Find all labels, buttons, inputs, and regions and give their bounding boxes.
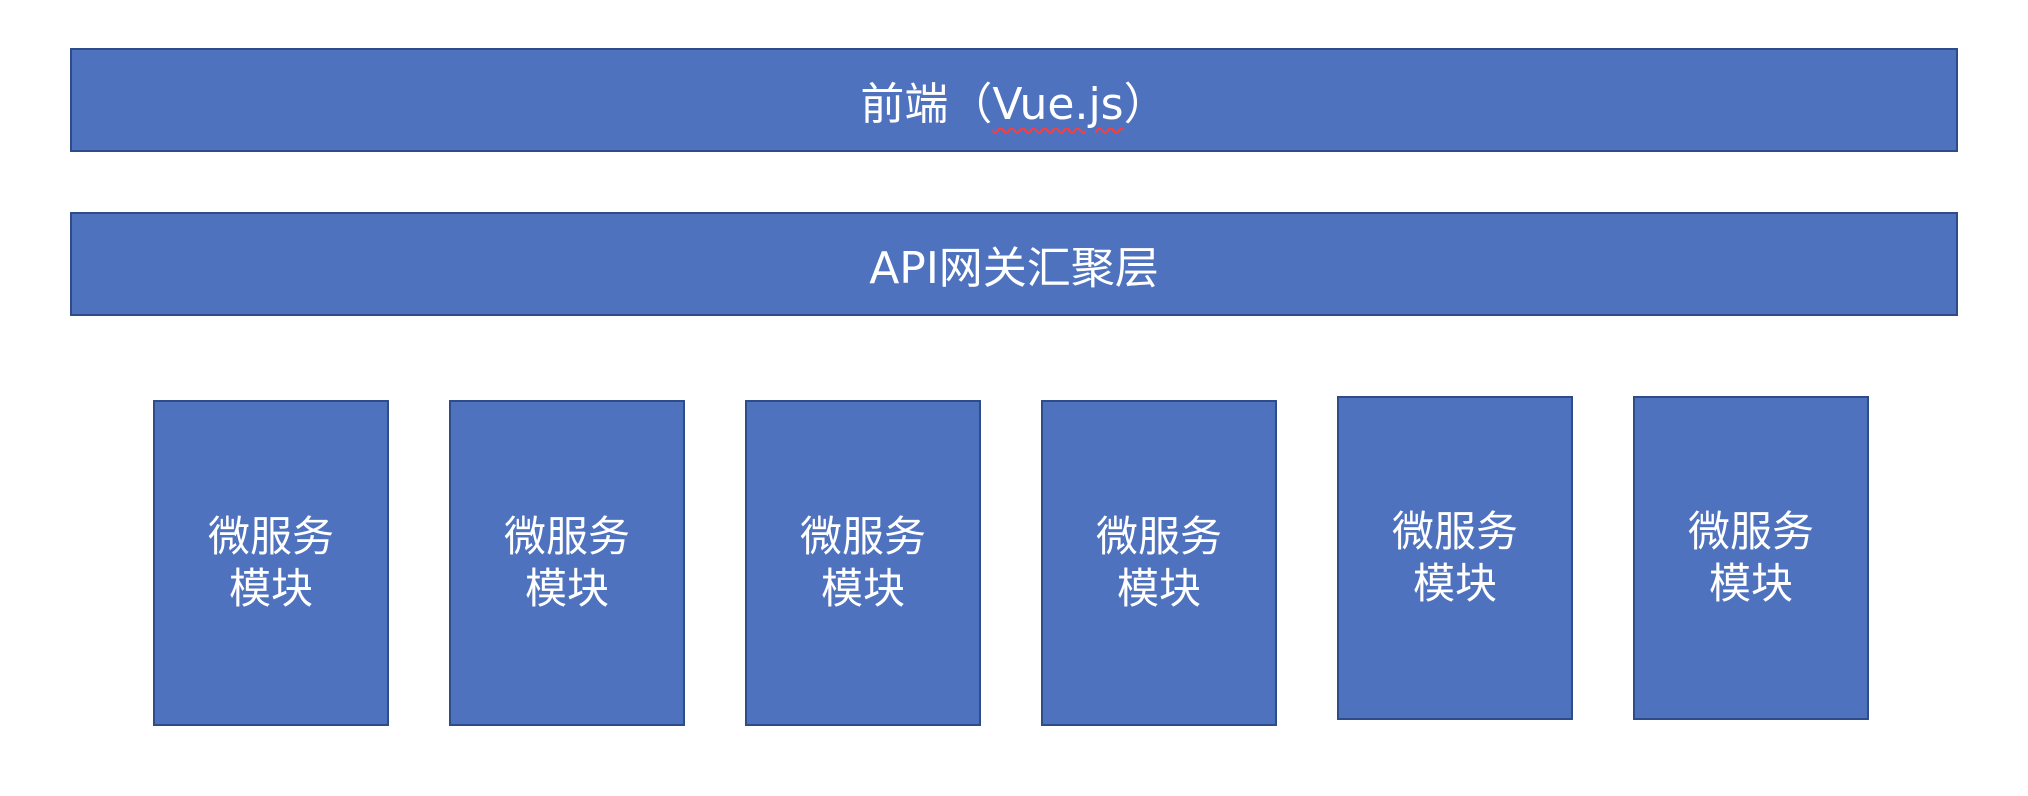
api-gateway-layer-box: API网关汇聚层: [70, 212, 1958, 316]
microservice-module-subtitle: 模块: [1708, 559, 1793, 608]
frontend-layer-label: 前端（Vue.js）: [860, 68, 1167, 132]
frontend-framework-name: Vue.js: [992, 79, 1124, 130]
frontend-prefix: 前端（: [860, 79, 993, 130]
microservice-module-box-2: 微服务 模块: [449, 400, 685, 726]
microservice-module-box-6: 微服务 模块: [1633, 396, 1869, 720]
microservice-module-box-3: 微服务 模块: [745, 400, 981, 726]
microservice-module-subtitle: 模块: [1116, 564, 1201, 613]
microservice-module-title: 微服务: [1687, 507, 1814, 556]
frontend-suffix: ）: [1123, 79, 1168, 130]
frontend-layer-box: 前端（Vue.js）: [70, 48, 1958, 152]
microservice-module-subtitle: 模块: [228, 564, 313, 613]
microservice-module-box-4: 微服务 模块: [1041, 400, 1277, 726]
microservice-module-title: 微服务: [207, 512, 334, 561]
microservice-module-title: 微服务: [1391, 507, 1518, 556]
microservice-module-title: 微服务: [503, 512, 630, 561]
api-gateway-layer-label: API网关汇聚层: [869, 243, 1159, 294]
microservice-module-subtitle: 模块: [1412, 559, 1497, 608]
microservice-module-title: 微服务: [799, 512, 926, 561]
microservice-module-title: 微服务: [1095, 512, 1222, 561]
microservice-module-box-1: 微服务 模块: [153, 400, 389, 726]
microservice-module-subtitle: 模块: [524, 564, 609, 613]
microservice-module-box-5: 微服务 模块: [1337, 396, 1573, 720]
microservice-module-subtitle: 模块: [820, 564, 905, 613]
